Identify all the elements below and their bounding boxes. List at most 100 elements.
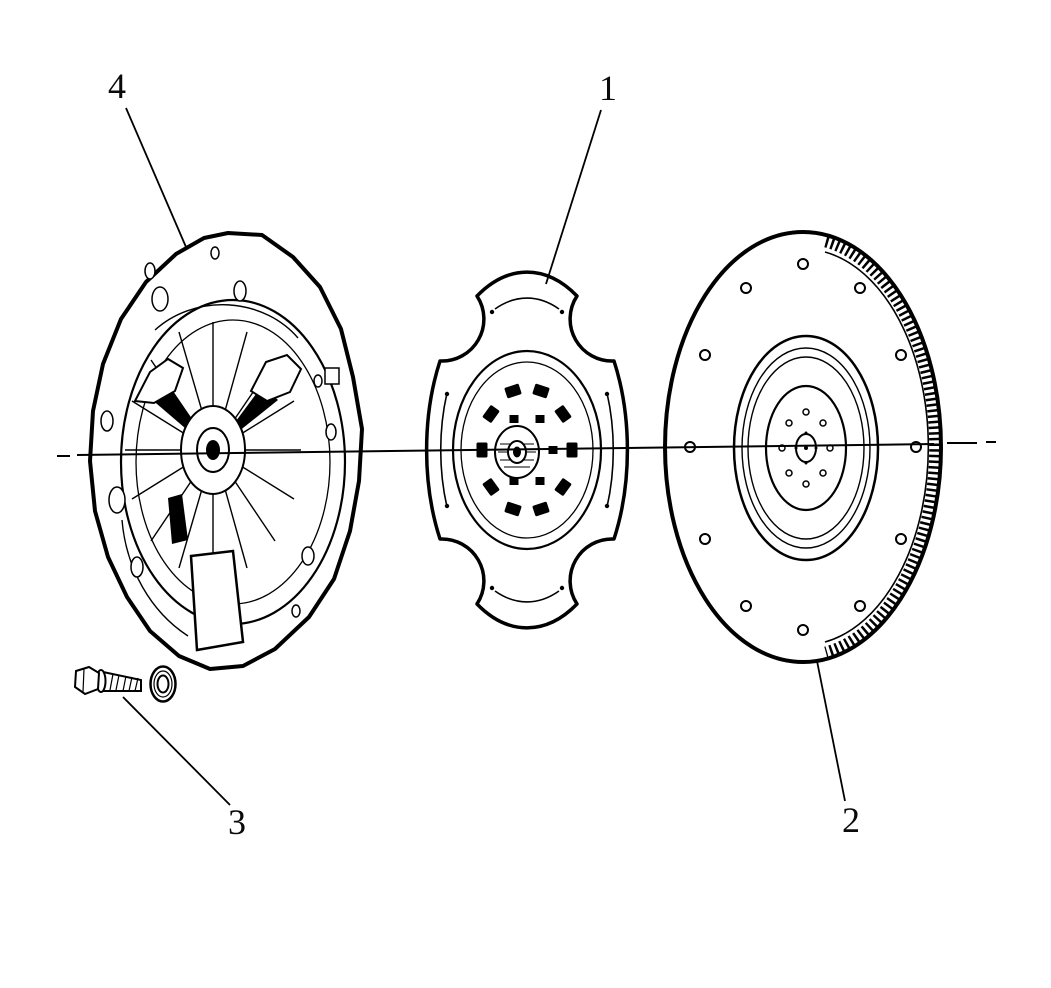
damper-pad — [482, 478, 500, 496]
damper-pad-small — [509, 415, 519, 423]
finger-line — [240, 465, 295, 500]
washer-mid — [153, 670, 173, 698]
splined-hub — [494, 425, 540, 479]
bolt-hole — [797, 624, 809, 636]
cover-hole — [301, 546, 315, 566]
damper-pad — [482, 405, 500, 423]
hub-bore-dark — [513, 446, 521, 458]
hub-face — [764, 384, 848, 512]
finger-line — [178, 488, 203, 569]
crank-bolt-hole — [785, 469, 793, 477]
drive-lug — [324, 367, 340, 385]
damper-pad-small — [535, 477, 545, 485]
pilot-center-dot — [804, 446, 808, 450]
bolt-hole — [854, 282, 866, 294]
hub-step-3 — [747, 356, 865, 540]
callouts: 1 2 3 4 — [108, 66, 860, 842]
callout-label: 4 — [108, 66, 126, 106]
pressure-plate — [88, 231, 364, 671]
finger-line — [240, 400, 295, 435]
cover-hole — [130, 556, 144, 578]
release-lever-left — [133, 357, 185, 405]
cover-hole — [151, 286, 169, 312]
segment-rivets — [444, 309, 610, 591]
rivet — [489, 585, 495, 591]
center-hole-dark — [206, 440, 220, 460]
damper-pad — [504, 501, 522, 517]
thread-line — [128, 676, 133, 692]
crank-bolt-hole — [802, 480, 810, 488]
flywheel-bolt-holes — [684, 258, 922, 636]
inner-arc-top — [154, 304, 299, 339]
callout-leader-line — [122, 696, 231, 806]
spring-slot-dark — [168, 494, 188, 544]
finger-line — [224, 488, 248, 569]
segment-arc — [606, 392, 615, 508]
thread-line — [134, 677, 139, 692]
rivet — [559, 585, 565, 591]
dowel-dot — [804, 431, 808, 435]
rivet — [444, 503, 450, 509]
bolt-hole — [854, 600, 866, 612]
hex-facet-line — [82, 668, 85, 693]
thread-line — [109, 673, 114, 691]
finger-line — [131, 465, 186, 500]
cover-hole — [100, 410, 114, 432]
damper-pad — [532, 383, 550, 399]
finger-line — [233, 479, 276, 542]
ring-gear-teeth — [824, 234, 943, 660]
cover-holes — [100, 246, 337, 618]
bolt-hole — [699, 349, 711, 361]
cover-hole — [210, 246, 220, 260]
cover-hole — [325, 423, 337, 441]
hub-window — [189, 549, 245, 652]
rivet — [489, 309, 495, 315]
callout-4: 4 — [108, 66, 187, 248]
crank-bolt-hole — [802, 408, 810, 416]
finger-line — [131, 400, 186, 435]
inner-arc-bottom — [121, 519, 189, 637]
bolt-threads — [109, 673, 139, 692]
release-lever-right — [249, 353, 303, 403]
bolt-hole — [699, 533, 711, 545]
finger-line — [224, 331, 248, 412]
cover-hole — [233, 280, 247, 302]
thread-line — [115, 674, 120, 691]
callout-label: 1 — [599, 68, 617, 108]
callout-label: 2 — [842, 800, 860, 840]
bolt-hole — [895, 533, 907, 545]
rivet — [559, 309, 565, 315]
callout-leader-line — [816, 660, 846, 802]
finger-line — [178, 331, 203, 412]
rivet — [604, 503, 610, 509]
ring-gear-inner-edge — [824, 251, 930, 643]
cover-hole — [144, 262, 156, 280]
callout-3: 3 — [122, 696, 246, 842]
cover-hole — [108, 486, 126, 514]
damper-pad-small — [509, 477, 519, 485]
rivet — [604, 391, 610, 397]
bolt-hole — [740, 600, 752, 612]
thread-line — [122, 675, 127, 692]
damper-pad — [554, 405, 572, 423]
damper-pad — [554, 478, 572, 496]
bolt-hex-head — [73, 665, 101, 696]
bolt-hole — [895, 349, 907, 361]
callout-1: 1 — [545, 68, 617, 285]
segment-arc — [494, 297, 560, 310]
damper-pad-small — [535, 415, 545, 423]
crank-bolt-hole — [819, 469, 827, 477]
hub-step-2 — [741, 347, 871, 549]
centerline — [57, 441, 996, 457]
bolt-hole — [797, 258, 809, 270]
cover-hole — [291, 604, 301, 618]
washer-bore — [156, 674, 170, 694]
callout-leader-line — [125, 107, 187, 248]
dowel-dot — [804, 461, 808, 465]
damper-pad — [566, 442, 578, 458]
segment-arc — [494, 590, 560, 603]
damper-pad — [504, 383, 522, 399]
centerline-main — [76, 443, 935, 456]
